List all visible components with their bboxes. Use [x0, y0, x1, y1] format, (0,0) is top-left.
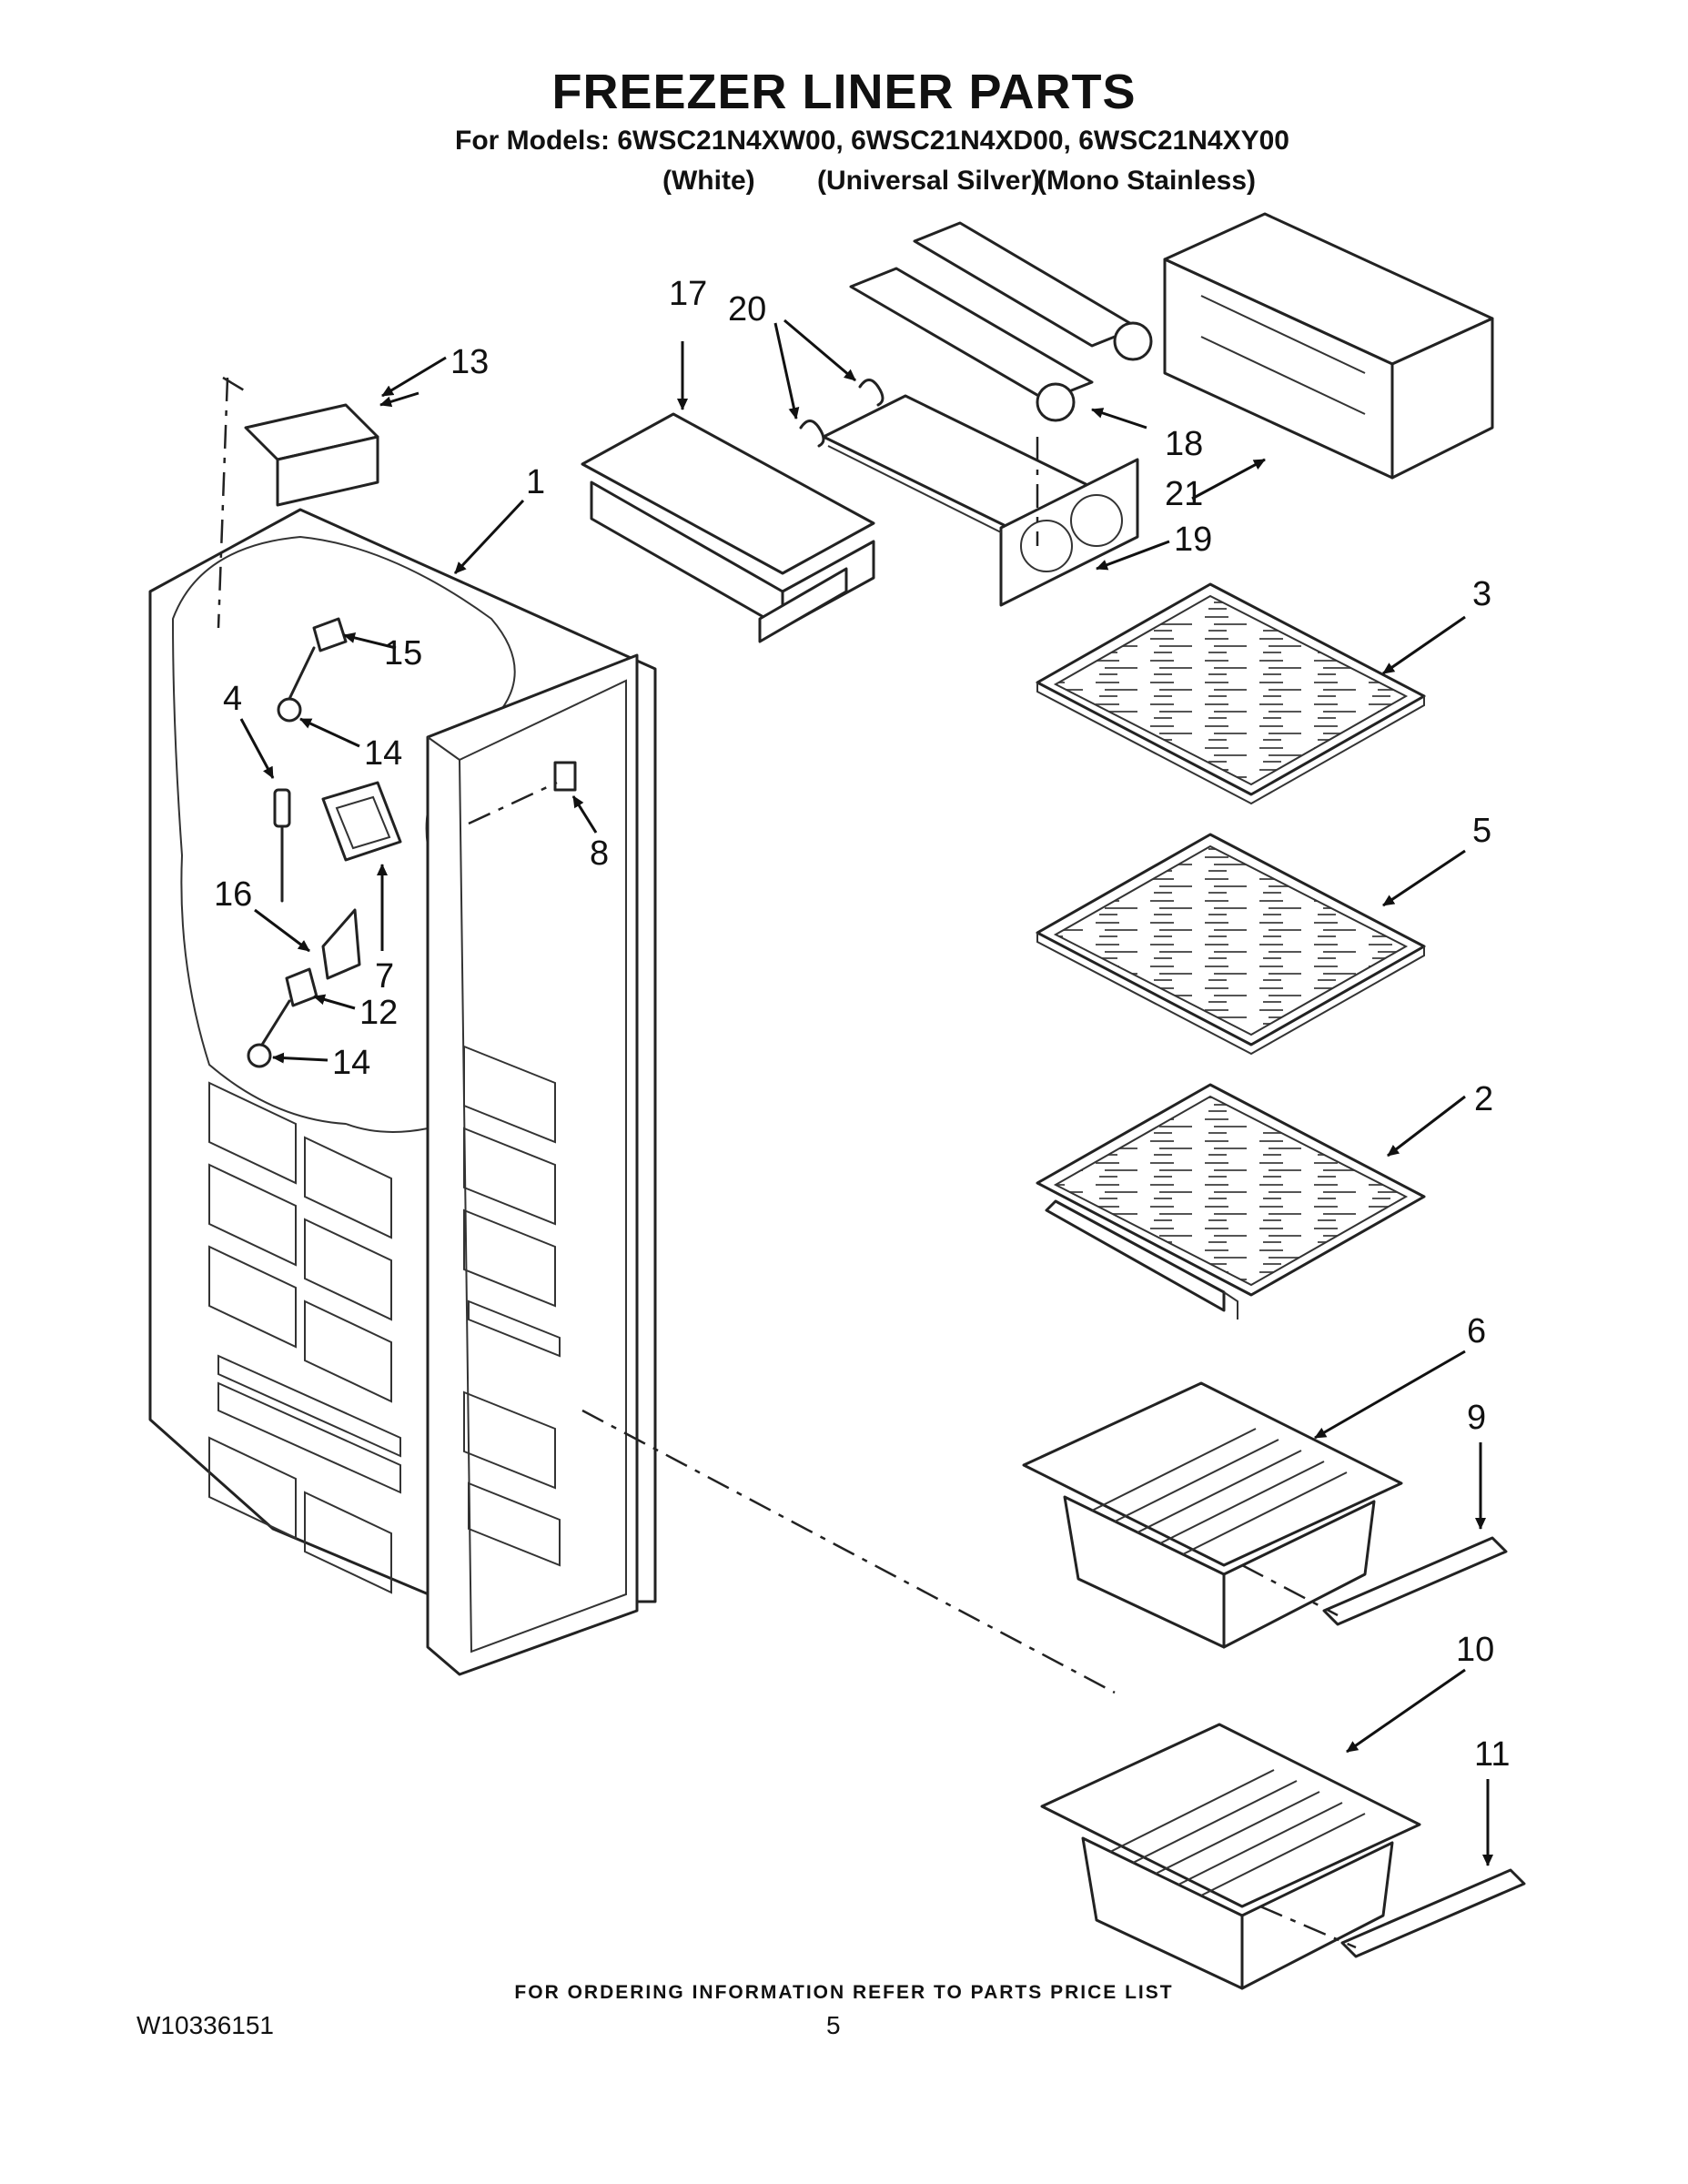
bracket-13	[244, 403, 379, 507]
callout-3: 3	[1472, 575, 1491, 613]
control-housing-7	[321, 781, 402, 862]
callout-2: 2	[1474, 1080, 1493, 1118]
spring-clips-20	[799, 379, 884, 448]
callout-10: 10	[1456, 1631, 1494, 1669]
callout-21: 21	[1165, 475, 1203, 513]
freezer-basket-6	[1022, 1381, 1403, 1649]
variant-white: (White)	[662, 166, 755, 196]
page-title: FREEZER LINER PARTS	[551, 65, 1137, 119]
light-socket-12	[247, 967, 318, 1068]
callout-18: 18	[1165, 425, 1203, 463]
ice-maker-frame-21	[1163, 212, 1494, 480]
callout-17: 17	[669, 275, 707, 313]
callout-16: 16	[214, 875, 252, 914]
callout-5: 5	[1472, 812, 1491, 850]
variant-stainless: (Mono Stainless)	[1037, 166, 1257, 196]
callout-4: 4	[223, 680, 242, 718]
basket-rail-11	[1340, 1868, 1526, 1958]
ice-trays-18	[849, 221, 1153, 422]
page-number: 5	[826, 2011, 841, 2039]
variant-silver: (Universal Silver)	[817, 166, 1041, 196]
callout-1: 1	[526, 463, 545, 501]
callout-7: 7	[375, 957, 394, 996]
callout-14-upper: 14	[364, 734, 402, 773]
leader-arrows	[239, 318, 1493, 1866]
ice-bucket-17	[581, 412, 875, 643]
ice-tray-frame-19	[822, 394, 1139, 607]
callout-20: 20	[728, 290, 766, 329]
callout-9: 9	[1467, 1399, 1486, 1437]
basket-rail-9	[1322, 1536, 1508, 1626]
thermistor-4	[273, 788, 291, 903]
switch-8	[553, 761, 577, 792]
callout-8: 8	[590, 834, 609, 873]
light-socket-15	[277, 617, 348, 723]
freezer-basket-10	[1040, 1723, 1421, 1990]
callout-12: 12	[359, 994, 398, 1032]
callout-14-lower: 14	[332, 1044, 370, 1082]
models-line: For Models: 6WSC21N4XW00, 6WSC21N4XD00, …	[455, 126, 1289, 156]
glass-shelf-3	[1036, 582, 1426, 805]
callout-11: 11	[1474, 1735, 1510, 1774]
callout-15: 15	[384, 634, 422, 672]
glass-shelf-5	[1036, 833, 1426, 1056]
freezer-liner	[148, 508, 657, 1676]
callout-19: 19	[1174, 521, 1212, 559]
bracket-16	[321, 908, 361, 980]
callout-6: 6	[1467, 1312, 1486, 1350]
document-number: W10336151	[136, 2011, 275, 2039]
glass-shelf-2	[1036, 1083, 1426, 1320]
callout-13: 13	[450, 343, 489, 381]
ordering-note: FOR ORDERING INFORMATION REFER TO PARTS …	[514, 1982, 1174, 2003]
